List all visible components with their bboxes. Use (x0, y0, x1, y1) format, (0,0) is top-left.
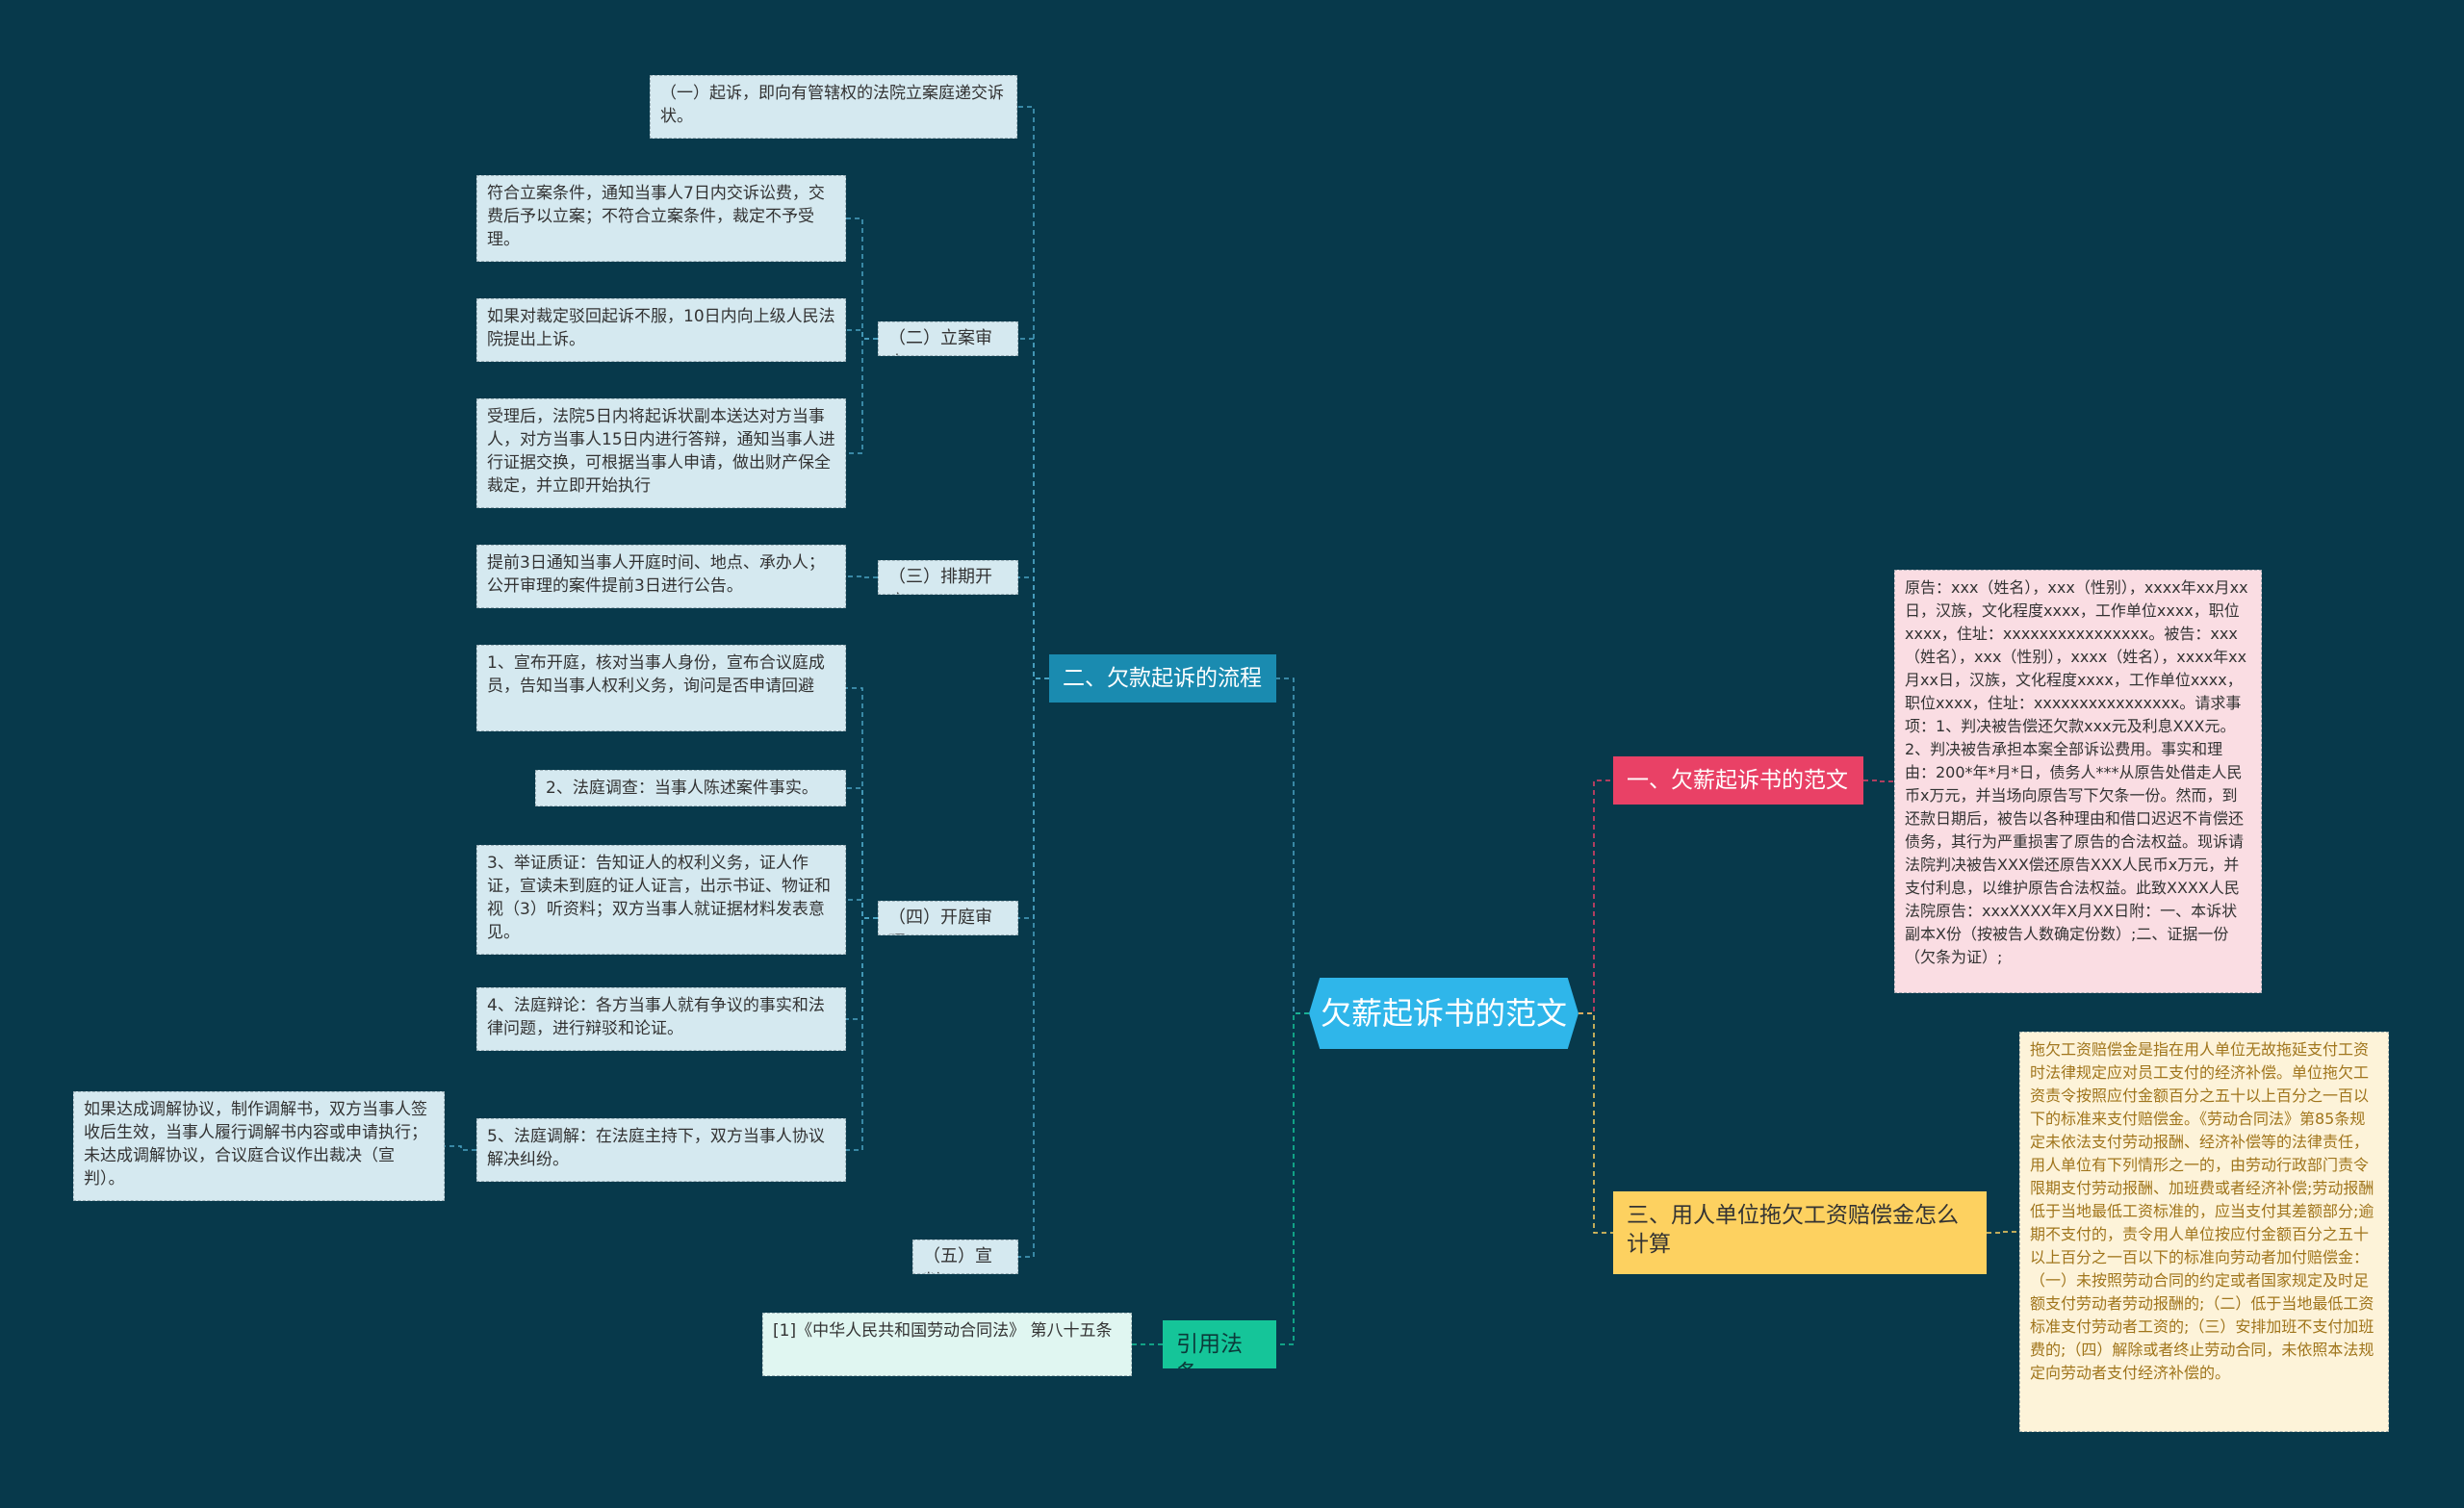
case-review-item-1[interactable]: 符合立案条件，通知当事人7日内交诉讼费，交费后予以立案；不符合立案条件，裁定不予… (476, 175, 846, 262)
branch-process[interactable]: 二、欠款起诉的流程 (1049, 654, 1276, 703)
connector-schedule-item (846, 575, 878, 578)
step-case-review[interactable]: （二）立案审查 (878, 321, 1018, 356)
connector-review-item-2 (846, 329, 878, 340)
connector-sample-detail (1863, 780, 1894, 782)
step-court-trial[interactable]: （四）开庭审理 (878, 901, 1018, 935)
court-trial-item-2[interactable]: 2、法庭调查：当事人陈述案件事实。 (535, 770, 846, 806)
connector-compensation-detail (1987, 1231, 2019, 1234)
connector-review-item-1 (846, 217, 878, 340)
connector-process-step-3 (1018, 576, 1049, 679)
step-schedule-hearing[interactable]: （三）排期开庭 (878, 560, 1018, 595)
connector-root-law (1276, 1012, 1309, 1345)
step-file-lawsuit[interactable]: （一）起诉，即向有管辖权的法院立案庭递交诉状。 (650, 75, 1017, 139)
case-review-item-2[interactable]: 如果对裁定驳回起诉不服，10日内向上级人民法院提出上诉。 (476, 298, 846, 362)
root-node[interactable]: 欠薪起诉书的范文 (1309, 978, 1578, 1049)
connector-process-step-1 (1017, 106, 1049, 679)
connector-root-compensation (1578, 1012, 1613, 1234)
connector-root-sample (1578, 780, 1613, 1014)
branch-compensation[interactable]: 三、用人单位拖欠工资赔偿金怎么计算 (1613, 1191, 1987, 1274)
mediation-note[interactable]: 如果达成调解协议，制作调解书，双方当事人签收后生效，当事人履行调解书内容或申请执… (73, 1091, 445, 1201)
compensation-text[interactable]: 拖欠工资赔偿金是指在用人单位无故拖延支付工资时法律规定应对员工支付的经济补偿。单… (2019, 1032, 2389, 1432)
connector-trial-item-5 (846, 917, 878, 1151)
connector-process-step-2 (1018, 338, 1049, 679)
connector-trial-item-4 (846, 917, 878, 1020)
connector-mediation-note (445, 1145, 476, 1151)
court-trial-item-1[interactable]: 1、宣布开庭，核对当事人身份，宣布合议庭成员，告知当事人权利义务，询问是否申请回… (476, 645, 846, 731)
schedule-hearing-item[interactable]: 提前3日通知当事人开庭时间、地点、承办人；公开审理的案件提前3日进行公告。 (476, 545, 846, 608)
connector-trial-item-3 (846, 899, 878, 919)
case-review-item-3[interactable]: 受理后，法院5日内将起诉状副本送达对方当事人，对方当事人15日内进行答辩，通知当… (476, 398, 846, 508)
connector-process-step-4 (1018, 677, 1049, 919)
court-trial-item-4[interactable]: 4、法庭辩论：各方当事人就有争议的事实和法律问题，进行辩驳和论证。 (476, 987, 846, 1051)
connector-review-item-3 (846, 338, 878, 454)
branch-law[interactable]: 引用法条 (1163, 1320, 1276, 1368)
sample-complaint-text[interactable]: 原告：xxx（姓名），xxx（性别），xxxx年xx月xx日，汉族，文化程度xx… (1894, 570, 2262, 993)
step-verdict[interactable]: （五）宣判 (912, 1240, 1018, 1274)
court-trial-item-5[interactable]: 5、法庭调解：在法庭主持下，双方当事人协议解决纠纷。 (476, 1118, 846, 1182)
court-trial-item-3[interactable]: 3、举证质证：告知证人的权利义务，证人作证，宣读未到庭的证人证言，出示书证、物证… (476, 845, 846, 955)
branch-sample-complaint[interactable]: 一、欠薪起诉书的范文 (1613, 756, 1863, 805)
connector-root-process (1276, 677, 1309, 1014)
law-citation[interactable]: [1]《中华人民共和国劳动合同法》 第八十五条 (762, 1313, 1132, 1376)
connector-trial-item-2 (846, 787, 878, 919)
connector-process-step-5 (1018, 677, 1049, 1258)
